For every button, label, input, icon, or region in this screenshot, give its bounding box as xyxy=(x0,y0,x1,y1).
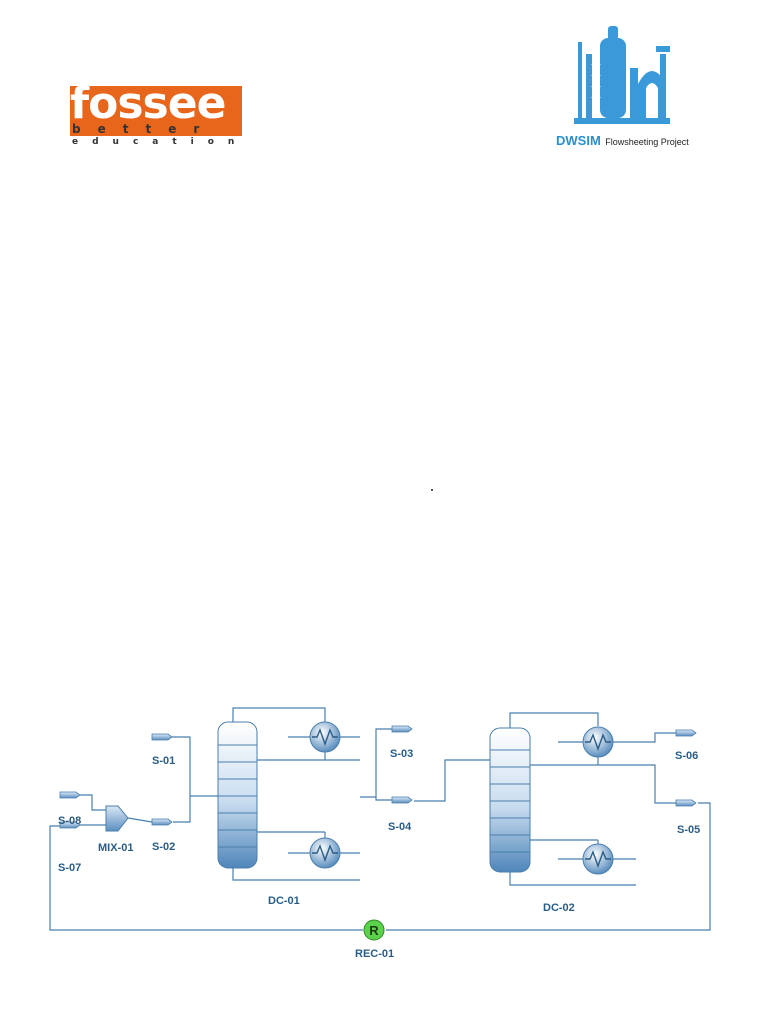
stream-arrow-s01-icon[interactable] xyxy=(151,733,173,741)
stream-arrow-s07-icon[interactable] xyxy=(59,821,81,829)
stream-arrow-s06-icon[interactable] xyxy=(675,729,697,737)
condenser-dc-02-icon[interactable] xyxy=(582,726,614,758)
reboiler-dc-02-icon[interactable] xyxy=(582,843,614,875)
label-mix-01: MIX-01 xyxy=(98,842,134,854)
stream-arrow-s04-icon[interactable] xyxy=(391,796,413,804)
label-s-02: S-02 xyxy=(152,841,176,853)
dwsim-logo-tagline: Flowsheeting Project xyxy=(605,137,689,147)
label-dc-01: DC-01 xyxy=(268,895,300,907)
label-s-03: S-03 xyxy=(390,748,414,760)
fossee-logo: fossee better education xyxy=(70,80,242,148)
fossee-logo-line3: education xyxy=(72,137,249,147)
stream-arrow-s08-icon[interactable] xyxy=(59,791,81,799)
column-dc-01[interactable] xyxy=(217,721,258,869)
column-dc-02[interactable] xyxy=(489,727,531,873)
label-s-04: S-04 xyxy=(388,821,412,833)
dwsim-plant-icon xyxy=(574,26,670,124)
stray-dot xyxy=(431,489,433,491)
fossee-logo-word: fossee xyxy=(70,78,226,129)
stream-arrow-s03-icon[interactable] xyxy=(391,725,413,733)
recycle-symbol: R xyxy=(369,923,379,938)
dwsim-logo: DWSIM Flowsheeting Project xyxy=(556,24,696,148)
dwsim-logo-name: DWSIM xyxy=(556,133,601,148)
reboiler-dc-01-icon[interactable] xyxy=(309,837,341,869)
stream-arrow-s05-icon[interactable] xyxy=(675,799,697,807)
label-s-08: S-08 xyxy=(58,815,82,827)
label-s-07: S-07 xyxy=(58,862,82,874)
stream-arrow-s02-icon[interactable] xyxy=(151,818,173,826)
label-rec-01: REC-01 xyxy=(355,948,395,960)
condenser-dc-01-icon[interactable] xyxy=(309,721,341,753)
recycle-rec-01-icon[interactable]: R xyxy=(363,919,385,941)
label-s-05: S-05 xyxy=(677,824,701,836)
fossee-logo-line2: better xyxy=(72,122,217,136)
stream-lines xyxy=(49,707,711,931)
mixer-mix-01-icon[interactable] xyxy=(105,805,153,832)
label-s-01: S-01 xyxy=(152,755,176,767)
label-s-06: S-06 xyxy=(675,750,699,762)
label-dc-02: DC-02 xyxy=(543,902,575,914)
